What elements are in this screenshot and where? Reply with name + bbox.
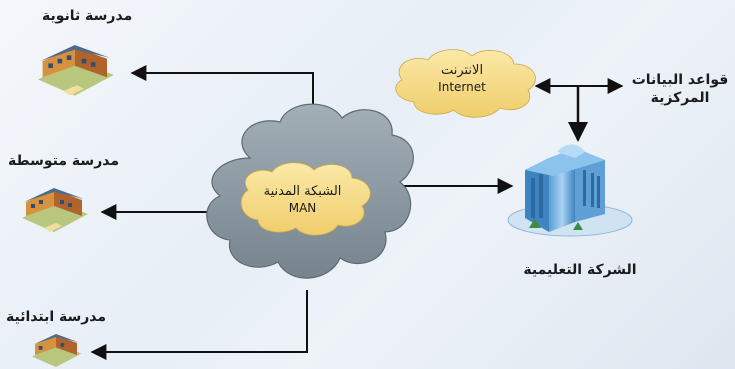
secondary-school-label: مدرسة ثانوية — [42, 8, 133, 24]
company-label: الشركة التعليمية — [523, 262, 637, 278]
man-label-ar: الشبكة المدنية — [263, 184, 342, 199]
arrow-man-to-primary-school — [90, 290, 308, 360]
internet-label-en: Internet — [438, 80, 486, 94]
man-label: الشبكة المدنية MAN — [255, 183, 350, 217]
databases-label-line2: المركزية — [650, 90, 710, 106]
internet-label: الانترنت Internet — [432, 62, 492, 96]
internet-cloud — [395, 49, 536, 118]
school-building-icon — [38, 45, 114, 96]
man-inner-cloud — [240, 162, 371, 236]
man-cloud — [206, 103, 414, 279]
arrow-man-to-secondary-school — [130, 65, 314, 118]
databases-label: قواعد البيانات المركزية — [628, 71, 732, 107]
school-building-icon — [22, 188, 88, 232]
databases-label-line1: قواعد البيانات — [631, 72, 729, 88]
internet-label-ar: الانترنت — [440, 63, 484, 78]
office-building-icon — [507, 144, 633, 237]
internet-cloud-shape — [395, 49, 536, 118]
middle-school-label: مدرسة متوسطة — [8, 153, 120, 169]
man-label-en: MAN — [288, 201, 317, 215]
primary-school-label: مدرسة ابتدائية — [6, 309, 107, 325]
school-building-icon — [32, 334, 82, 367]
